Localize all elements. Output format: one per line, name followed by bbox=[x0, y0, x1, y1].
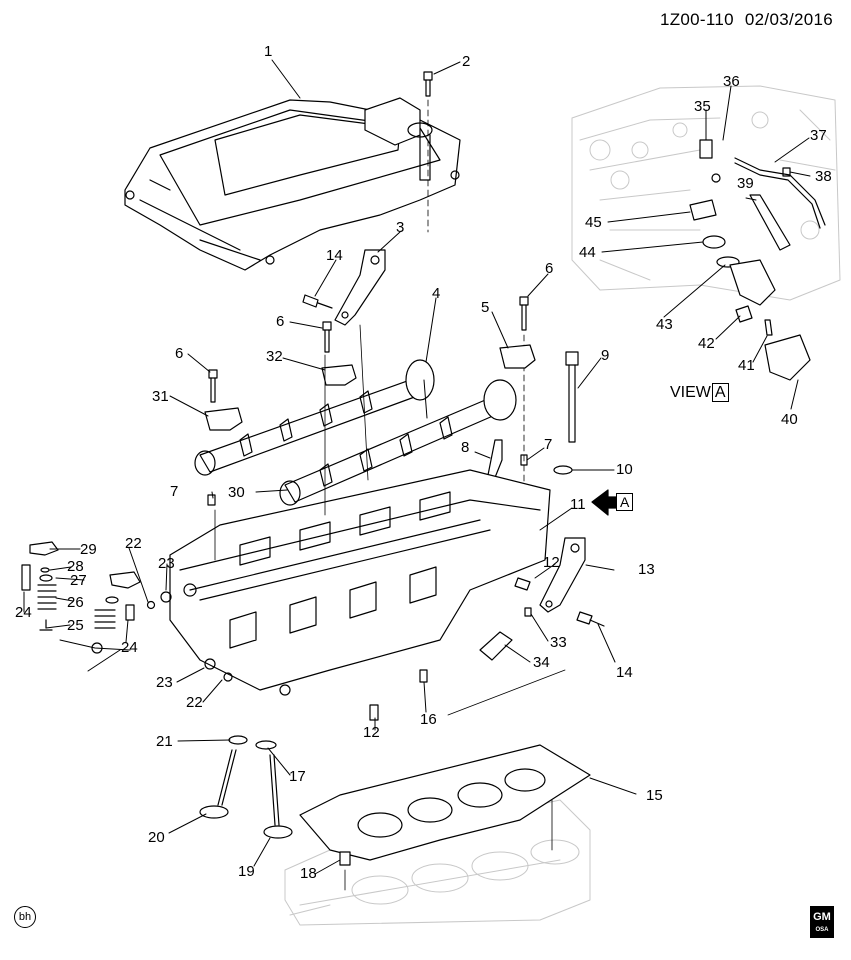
callout-8: 8 bbox=[461, 439, 469, 456]
callout-25: 25 bbox=[67, 617, 84, 634]
bottom-left-mark: bh bbox=[14, 906, 36, 928]
callout-16: 16 bbox=[420, 711, 437, 728]
head-gasket bbox=[299, 744, 591, 866]
callout-3: 3 bbox=[396, 219, 404, 236]
callout-29: 29 bbox=[80, 541, 97, 558]
gm-logo-main: GM bbox=[813, 911, 831, 923]
callout-6a: 6 bbox=[545, 260, 553, 277]
callout-7a: 7 bbox=[544, 436, 552, 453]
view-prefix: VIEW bbox=[670, 384, 711, 401]
callout-41: 41 bbox=[738, 357, 755, 374]
callout-2: 2 bbox=[462, 53, 470, 70]
callout-11: 11 bbox=[570, 496, 586, 513]
callout-10: 10 bbox=[616, 461, 633, 478]
callout-43: 43 bbox=[656, 316, 673, 333]
callout-32: 32 bbox=[266, 348, 283, 365]
view-a-arrow bbox=[591, 489, 617, 516]
callout-22a: 22 bbox=[125, 535, 142, 552]
callout-6c: 6 bbox=[175, 345, 183, 362]
callout-34: 34 bbox=[533, 654, 550, 671]
callout-22b: 22 bbox=[186, 694, 203, 711]
valves bbox=[199, 735, 293, 839]
alignment-lines bbox=[214, 324, 566, 891]
view-arrow-label: A bbox=[616, 493, 634, 511]
callout-39: 39 bbox=[737, 175, 754, 192]
callout-31: 31 bbox=[152, 388, 169, 405]
callout-36: 36 bbox=[723, 73, 740, 90]
callout-44: 44 bbox=[579, 244, 596, 261]
callout-23b: 23 bbox=[156, 674, 173, 691]
bolt-2 bbox=[423, 71, 433, 233]
callout-28: 28 bbox=[67, 558, 84, 575]
diagram-date: 02/03/2016 bbox=[744, 10, 833, 29]
cylinder-head bbox=[169, 469, 551, 696]
gm-logo-sub: OSA bbox=[815, 927, 829, 933]
callout-numbers: 1 2 3 4 5 6 6 6 7 7 8 9 10 11 12 12 13 1… bbox=[15, 43, 832, 882]
engine-background-illustration bbox=[571, 85, 841, 301]
bracket-3 bbox=[334, 249, 386, 326]
callout-19: 19 bbox=[238, 863, 255, 880]
callout-13: 13 bbox=[638, 561, 655, 578]
callout-9: 9 bbox=[601, 347, 609, 364]
callout-27: 27 bbox=[70, 572, 87, 589]
head-bolt-and-plug bbox=[207, 351, 579, 506]
valve-train-parts bbox=[21, 541, 233, 682]
callout-24a: 24 bbox=[15, 604, 32, 621]
callout-37: 37 bbox=[810, 127, 827, 144]
callout-45: 45 bbox=[585, 214, 602, 231]
callout-4: 4 bbox=[432, 285, 440, 302]
callout-20: 20 bbox=[148, 829, 165, 846]
callout-5: 5 bbox=[481, 299, 489, 316]
callout-18: 18 bbox=[300, 865, 317, 882]
camshaft-caps bbox=[204, 344, 536, 431]
diagram-id: 1Z00-110 bbox=[659, 10, 734, 29]
callout-17: 17 bbox=[289, 768, 306, 785]
callout-40: 40 bbox=[781, 411, 798, 428]
leader-lines bbox=[23, 59, 811, 875]
callout-6b: 6 bbox=[276, 313, 284, 330]
right-side-parts bbox=[369, 537, 605, 721]
callout-30: 30 bbox=[228, 484, 245, 501]
callout-7b: 7 bbox=[170, 483, 178, 500]
callout-12a: 12 bbox=[543, 554, 560, 571]
gm-logo: GM OSA bbox=[810, 906, 834, 938]
callout-1: 1 bbox=[264, 43, 272, 60]
callout-38: 38 bbox=[815, 168, 832, 185]
callout-23a: 23 bbox=[158, 555, 175, 572]
callout-21: 21 bbox=[156, 733, 173, 750]
callout-24b: 24 bbox=[121, 639, 138, 656]
callout-12b: 12 bbox=[363, 724, 380, 741]
callout-26: 26 bbox=[67, 594, 84, 611]
intake-camshaft bbox=[194, 359, 435, 476]
diagram-header: 1Z00-110 02/03/2016 bbox=[660, 10, 833, 30]
fuel-pump-view-a bbox=[689, 139, 826, 381]
valve-cover bbox=[124, 97, 461, 271]
view-letter: A bbox=[711, 383, 729, 402]
callout-42: 42 bbox=[698, 335, 715, 352]
callout-14a: 14 bbox=[326, 247, 343, 264]
callout-15: 15 bbox=[646, 787, 663, 804]
exhaust-camshaft bbox=[279, 379, 517, 506]
callout-14b: 14 bbox=[616, 664, 633, 681]
callout-35: 35 bbox=[694, 98, 711, 115]
callout-33: 33 bbox=[550, 634, 567, 651]
